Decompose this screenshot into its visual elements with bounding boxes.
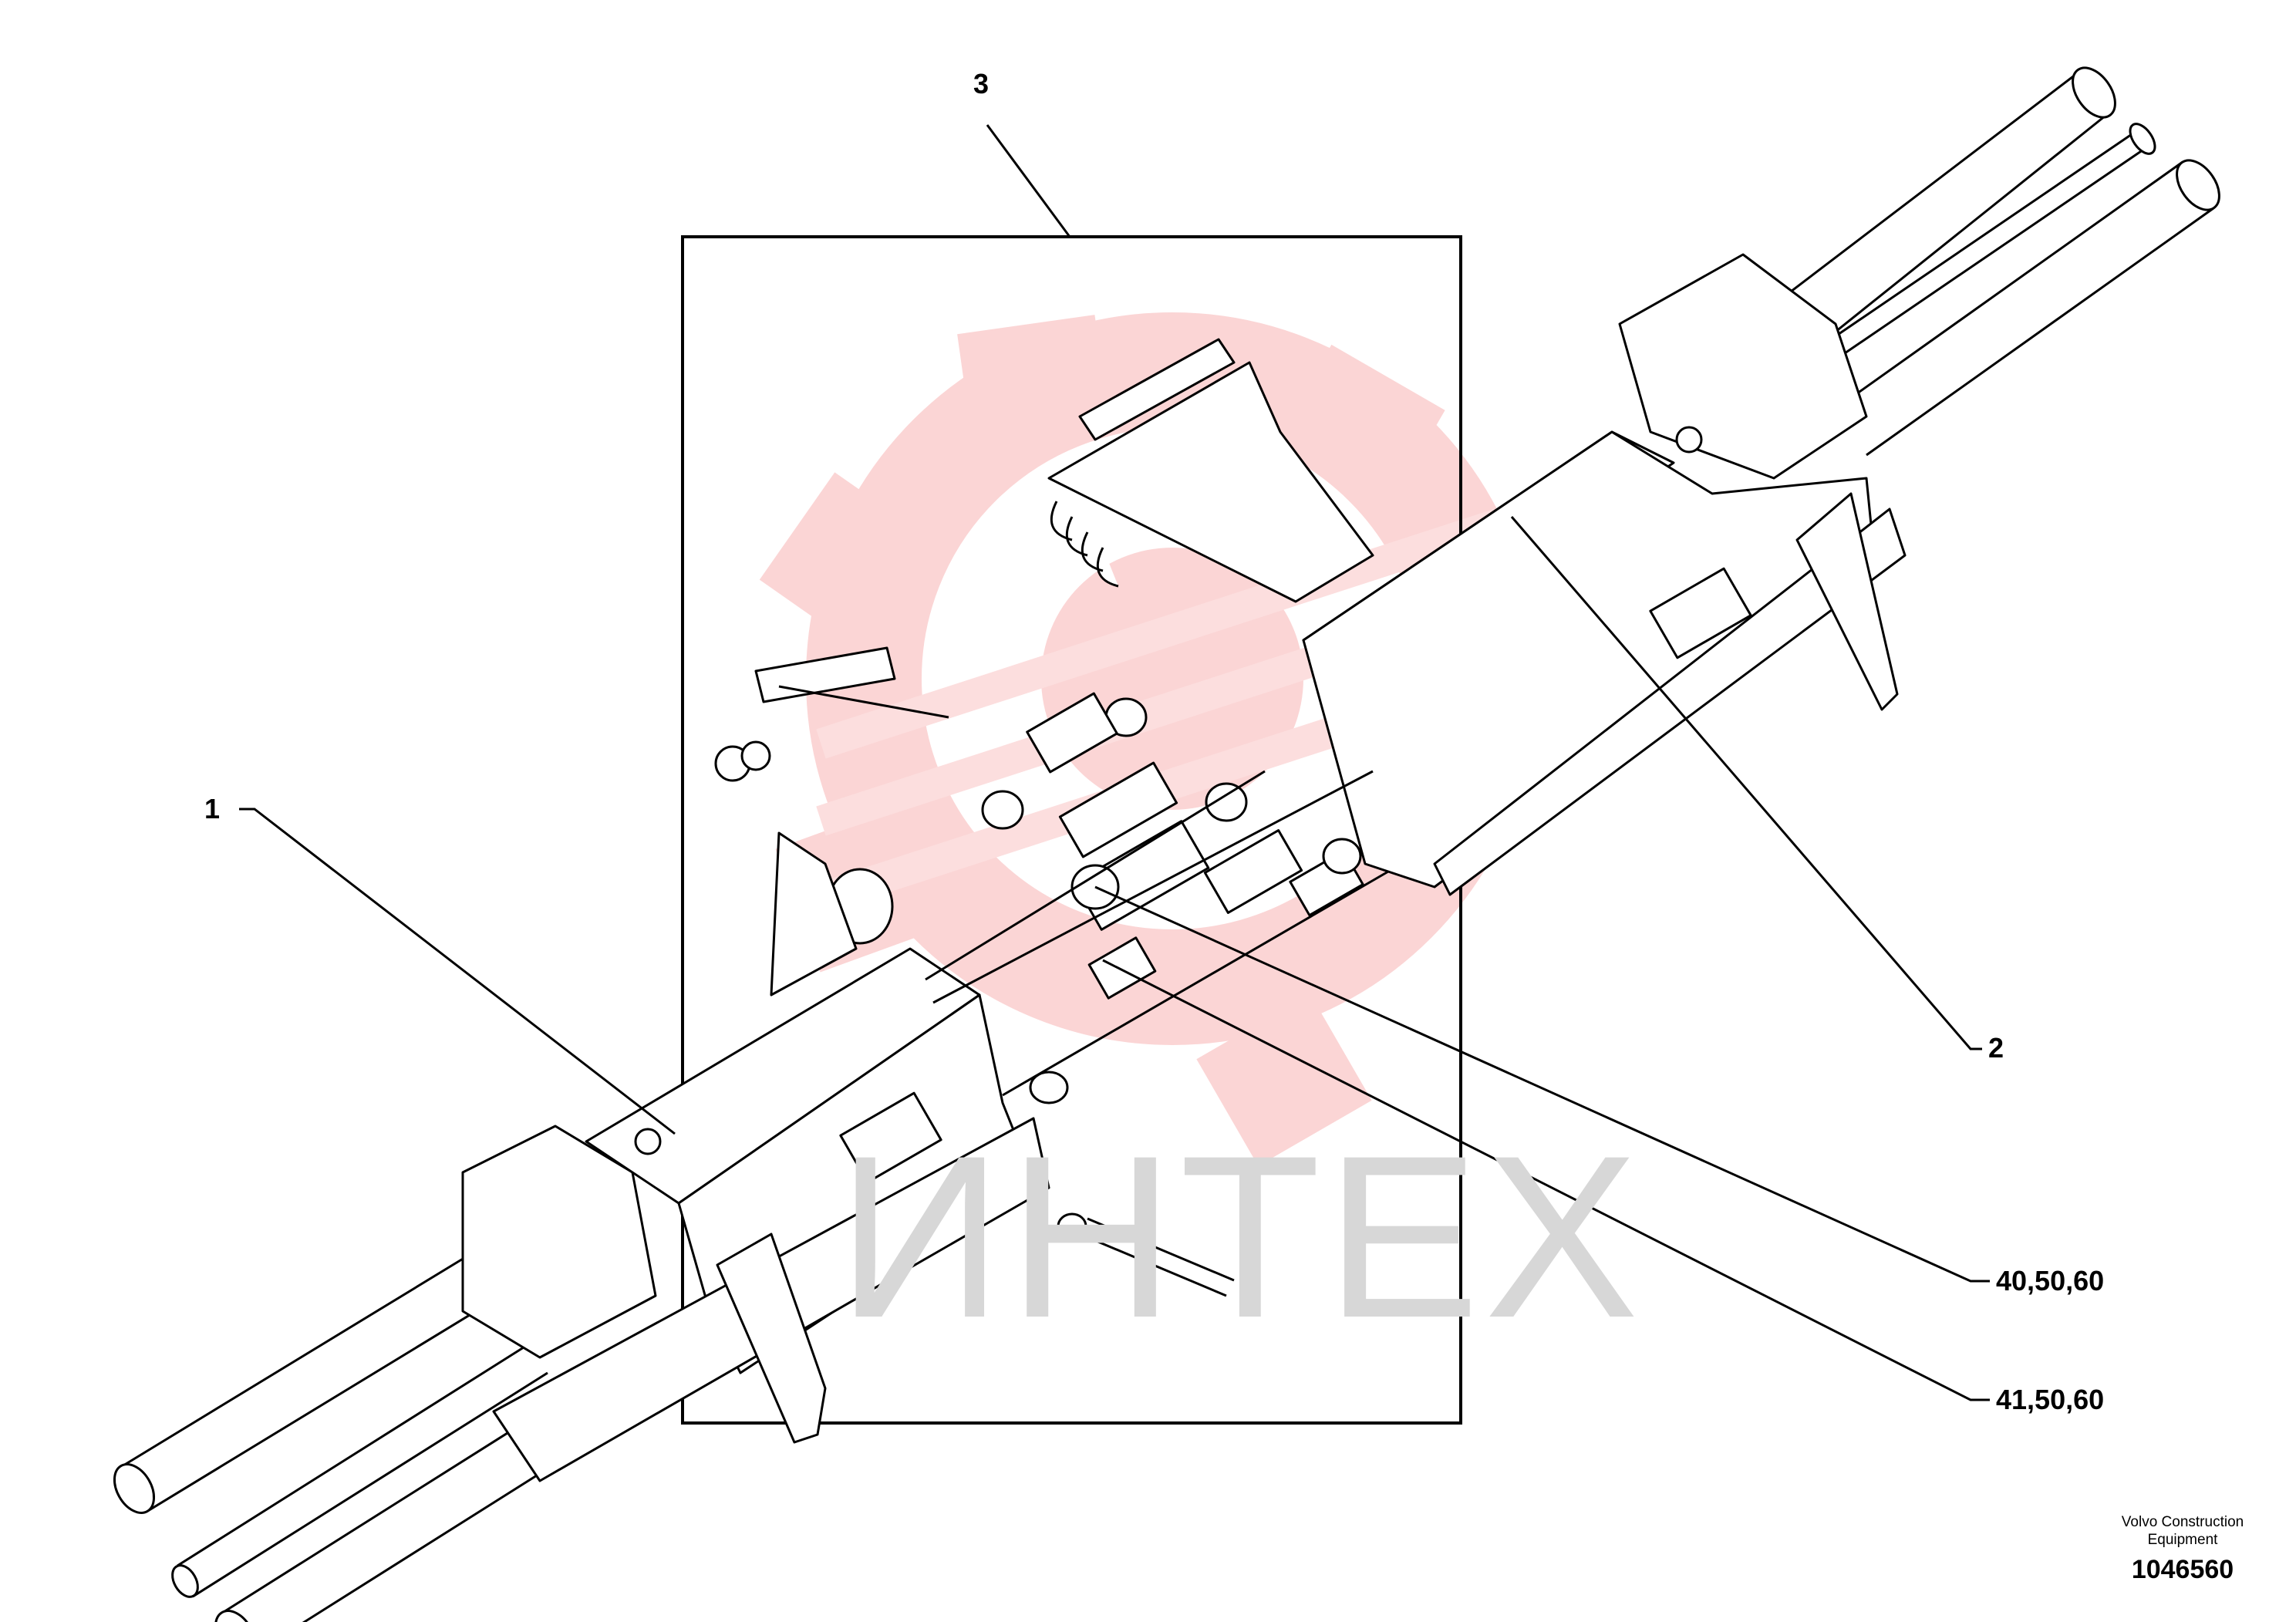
center-parts	[714, 338, 1389, 1297]
callout-41-50-60: 41,50,60	[1996, 1384, 2105, 1415]
left-housing	[461, 947, 1050, 1482]
brand-name: Volvo Construction Equipment	[2121, 1514, 2244, 1548]
leader-40	[1094, 885, 1990, 1283]
callout-40-50-60: 40,50,60	[1996, 1265, 2105, 1297]
leader-lines	[239, 124, 1990, 1401]
callout-2: 2	[1988, 1032, 2004, 1064]
watermark-text: ИНТЕХ	[837, 1107, 1644, 1366]
footer: Volvo Construction Equipment 1046560	[2082, 1513, 2283, 1585]
leader-1	[239, 808, 676, 1135]
left-tubes	[113, 1248, 602, 1622]
callout-3: 3	[973, 68, 990, 99]
part-number: 1046560	[2131, 1555, 2234, 1584]
callout-1: 1	[204, 793, 221, 824]
leader-3	[986, 124, 1071, 238]
axle-assembly-drawing	[113, 66, 2220, 1622]
leader-41	[1102, 959, 1990, 1401]
right-tubes	[1758, 66, 2220, 457]
leader-2	[1510, 516, 1982, 1050]
right-housing	[1302, 253, 1907, 896]
